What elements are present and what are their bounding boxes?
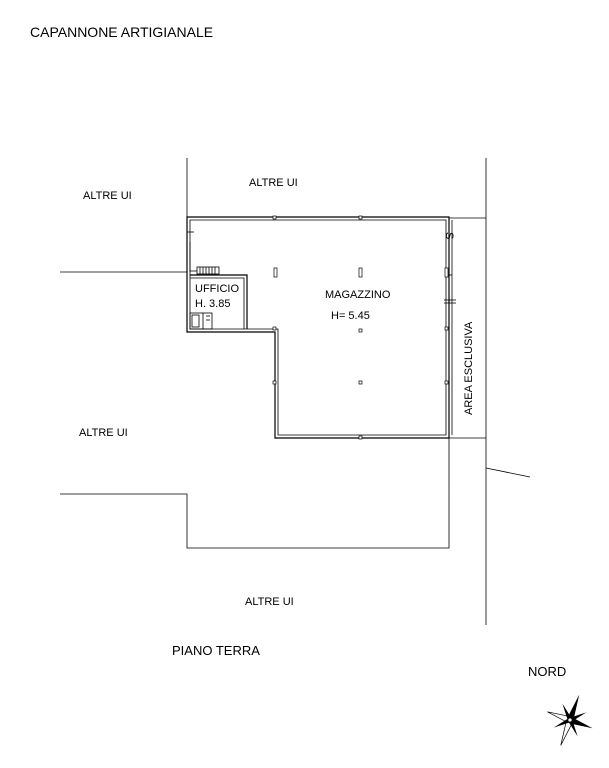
north-label: NORD [528,664,566,679]
compass-rose-icon [547,694,593,746]
room-warehouse-height: H= 5.45 [331,310,370,322]
room-office-height: H. 3.85 [195,298,230,310]
drawing-title: CAPANNONE ARTIGIANALE [30,24,213,40]
stair-icon [190,266,220,275]
label-altre-ui-left: ALTRE UI [79,427,128,439]
room-warehouse-name: MAGAZZINO [325,289,391,301]
label-area-esclusiva: AREA ESCLUSIVA [463,321,475,415]
site-boundaries [60,158,531,625]
label-altre-ui-top: ALTRE UI [249,177,298,189]
s-marker: S [443,232,455,239]
office-partition [187,231,248,329]
room-office-name: UFFICIO [195,283,239,295]
label-altre-ui-bottom: ALTRE UI [245,596,294,608]
label-altre-ui-top-left: ALTRE UI [83,190,132,202]
floor-label: PIANO TERRA [172,643,260,658]
toilet-block-icon [189,312,213,330]
pillars [272,215,449,440]
building-walls [186,216,453,439]
